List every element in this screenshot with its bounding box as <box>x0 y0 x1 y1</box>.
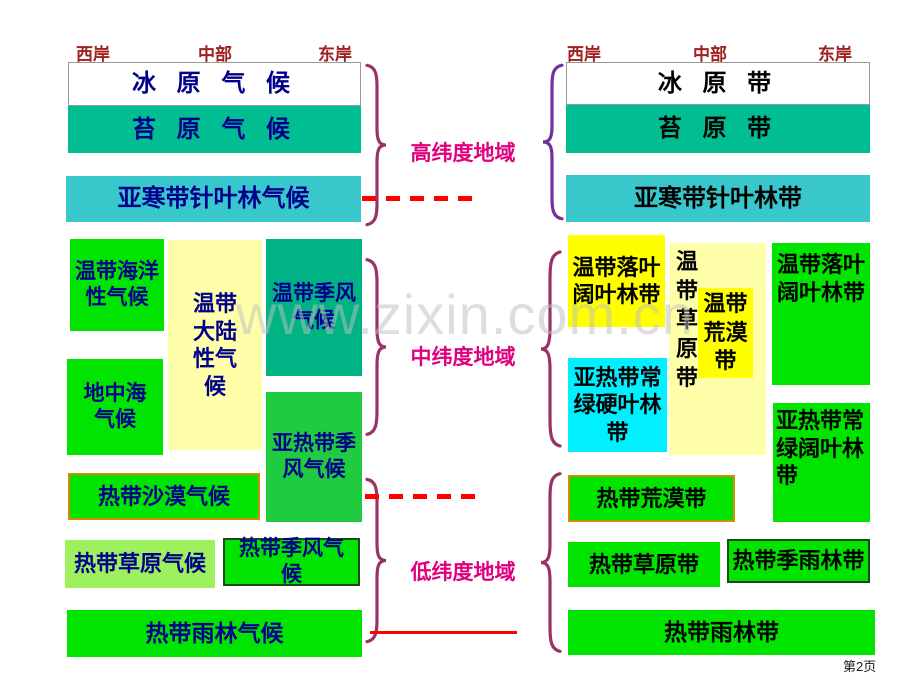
box-label: 温带季风气候 <box>272 282 356 332</box>
brace-high-latitude-left <box>362 62 388 228</box>
box-subtropical-monsoon-climate: 亚热带季风气候 <box>266 392 362 522</box>
box-label: 苔 原 带 <box>657 115 779 142</box>
box-label: 温带草原带 <box>676 249 699 391</box>
left-header-east-coast: 东岸 <box>318 45 352 64</box>
box-tropical-rainforest-belt: 热带雨林带 <box>568 610 875 655</box>
box-label: 亚寒带针叶林气候 <box>117 185 310 212</box>
box-label: 亚热带季风气候 <box>272 431 356 481</box>
box-label: 热带草原带 <box>588 551 699 577</box>
box-tundra-climate: 苔 原 气 候 <box>68 106 361 153</box>
box-ice-belt: 冰 原 带 <box>566 62 870 105</box>
brace-mid-latitude-left <box>362 256 388 438</box>
box-temperate-desert-belt: 温带荒漠带 <box>698 288 753 378</box>
box-temperate-monsoon-climate: 温带季风气候 <box>266 239 362 376</box>
box-label: 亚热带常绿阔叶林带 <box>776 408 865 488</box>
box-label: 冰 原 气 候 <box>131 70 297 97</box>
left-header-west-coast: 西岸 <box>76 45 110 64</box>
right-header-east-coast: 东岸 <box>818 45 852 64</box>
box-ice-climate: 冰 原 气 候 <box>68 62 361 106</box>
solid-boundary-line-equator <box>370 631 517 634</box>
right-header-west-coast: 西岸 <box>567 45 601 64</box>
box-label: 苔 原 气 候 <box>131 115 297 143</box>
box-tropical-desert-climate: 热带沙漠气候 <box>68 473 260 520</box>
box-temperate-continental-climate: 温带大陆性气候 <box>168 240 262 450</box>
box-mediterranean-climate: 地中海气候 <box>67 359 163 455</box>
box-subarctic-coniferous-belt: 亚寒带针叶林带 <box>566 175 870 222</box>
box-label: 温带海洋性气候 <box>75 259 159 309</box>
box-label: 温带落叶阔叶林带 <box>572 254 661 308</box>
box-subtropical-evergreen-hardleaf-belt: 亚热带常绿硬叶林带 <box>568 358 667 452</box>
box-label: 冰 原 带 <box>657 69 779 97</box>
box-tundra-belt: 苔 原 带 <box>566 105 870 153</box>
box-deciduous-broadleaf-belt-west: 温带落叶阔叶林带 <box>568 235 665 327</box>
box-label: 温带荒漠带 <box>703 291 748 374</box>
box-temperate-oceanic-climate: 温带海洋性气候 <box>70 239 164 331</box>
box-label: 热带荒漠带 <box>596 485 707 511</box>
box-label: 热带雨林气候 <box>145 620 284 647</box>
box-label: 热带雨林带 <box>664 619 779 646</box>
box-subarctic-coniferous-climate: 亚寒带针叶林气候 <box>66 176 361 222</box>
box-label: 亚热带常绿硬叶林带 <box>573 364 662 445</box>
box-deciduous-broadleaf-belt-east: 温带落叶阔叶林带 <box>772 243 870 385</box>
box-label: 亚寒带针叶林带 <box>634 184 802 212</box>
box-label: 温带落叶阔叶林带 <box>776 252 865 305</box>
brace-mid-latitude-right <box>539 248 565 450</box>
right-header-middle: 中部 <box>693 45 727 64</box>
brace-high-latitude-right <box>541 62 567 222</box>
box-tropical-monsoon-forest-belt: 热带季雨林带 <box>727 539 870 583</box>
page-number: 第2页 <box>843 659 877 674</box>
dashed-boundary-line-high-mid <box>362 196 475 201</box>
box-label: 热带沙漠气候 <box>97 483 230 509</box>
left-header-middle: 中部 <box>198 45 232 64</box>
box-tropical-monsoon-climate: 热带季风气候 <box>223 536 360 586</box>
box-tropical-savanna-climate: 热带草原气候 <box>65 540 215 588</box>
label-low-latitude-zone: 低纬度地域 <box>410 561 516 584</box>
box-temperate-steppe-belt: 温带草原带 <box>669 243 766 455</box>
box-label: 地中海气候 <box>83 381 147 431</box>
label-mid-latitude-zone: 中纬度地域 <box>410 346 516 369</box>
box-tropical-rainforest-climate: 热带雨林气候 <box>67 610 362 657</box>
box-tropical-savanna-belt: 热带草原带 <box>568 542 720 587</box>
watermark: www.zixin.com.cn <box>236 283 694 346</box>
box-label: 温带大陆性气候 <box>192 291 237 399</box>
box-label: 热带季风气候 <box>239 536 344 586</box>
label-high-latitude-zone: 高纬度地域 <box>410 142 516 165</box>
box-label: 热带草原气候 <box>73 551 206 577</box>
box-subtropical-evergreen-broadleaf-belt: 亚热带常绿阔叶林带 <box>773 403 870 522</box>
brace-low-latitude-right <box>539 470 565 655</box>
brace-low-latitude-left <box>362 476 388 645</box>
dashed-boundary-line-mid-low <box>365 494 475 499</box>
box-tropical-desert-belt: 热带荒漠带 <box>568 475 735 522</box>
box-label: 热带季雨林带 <box>732 548 865 574</box>
